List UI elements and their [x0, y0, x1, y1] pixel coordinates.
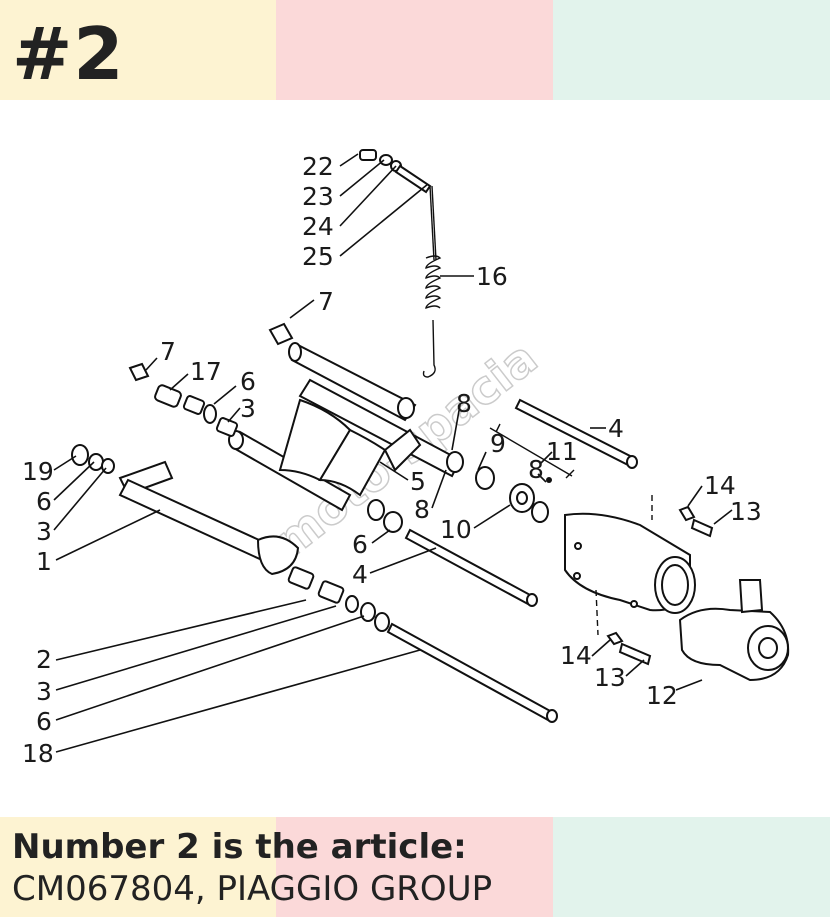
spring-rod-assembly — [359, 149, 442, 378]
label-16: 16 — [476, 262, 508, 291]
band-segment-pink — [276, 0, 553, 100]
label-13-upper: 13 — [730, 497, 762, 526]
label-6-left: 6 — [36, 487, 52, 516]
exploded-parts-diagram: moto-spacia — [22, 149, 790, 768]
label-14-lower: 14 — [560, 641, 592, 670]
label-11: 11 — [546, 437, 578, 466]
caption-part-number: CM067804, PIAGGIO GROUP — [12, 869, 493, 909]
label-8-lower: 8 — [414, 495, 430, 524]
label-12: 12 — [646, 681, 678, 710]
label-10: 10 — [440, 515, 472, 544]
band-segment-yellow — [0, 817, 276, 917]
label-25: 25 — [302, 242, 334, 271]
band-segment-yellow — [0, 0, 276, 100]
label-4-lower: 4 — [352, 560, 368, 589]
long-bolt-upper — [514, 398, 638, 469]
label-7-left: 7 — [160, 337, 176, 366]
leader-lines — [53, 153, 733, 753]
label-6-lower: 6 — [36, 707, 52, 736]
band-segment-pink — [276, 817, 553, 917]
label-14-upper: 14 — [704, 471, 736, 500]
lower-axle-hardware — [287, 566, 558, 723]
label-3-left: 3 — [36, 517, 52, 546]
label-13-lower: 13 — [594, 663, 626, 692]
label-3-lower: 3 — [36, 677, 52, 706]
label-23: 23 — [302, 182, 334, 211]
label-19: 19 — [22, 457, 54, 486]
item-number-badge: #2 — [12, 12, 125, 96]
caption-title: Number 2 is the article: — [12, 827, 467, 867]
label-5: 5 — [410, 467, 426, 496]
label-6-middle: 6 — [352, 530, 368, 559]
label-8-upper: 8 — [456, 389, 472, 418]
main-axle — [71, 444, 300, 576]
label-18: 18 — [22, 739, 54, 768]
label-24: 24 — [302, 212, 334, 241]
rear-mount — [678, 579, 790, 682]
band-segment-green — [553, 817, 830, 917]
label-9: 9 — [490, 429, 506, 458]
engine-bracket — [564, 495, 714, 666]
long-bolt-lower — [367, 499, 538, 607]
band-segment-green — [553, 0, 830, 100]
label-4-upper: 4 — [608, 414, 624, 443]
silent-block — [489, 423, 575, 523]
top-color-band — [0, 0, 830, 100]
label-22: 22 — [302, 152, 334, 181]
bottom-color-band — [0, 817, 830, 917]
label-7-upper: 7 — [318, 287, 334, 316]
part-labels: 22 23 24 25 16 7 7 17 6 3 8 4 9 11 8 19 … — [22, 152, 762, 768]
swing-arm-bridge — [228, 342, 495, 512]
label-3-upper: 3 — [240, 394, 256, 423]
label-17: 17 — [190, 357, 222, 386]
label-8-right: 8 — [528, 455, 544, 484]
label-1: 1 — [36, 547, 52, 576]
label-2: 2 — [36, 645, 52, 674]
label-6-upper: 6 — [240, 367, 256, 396]
